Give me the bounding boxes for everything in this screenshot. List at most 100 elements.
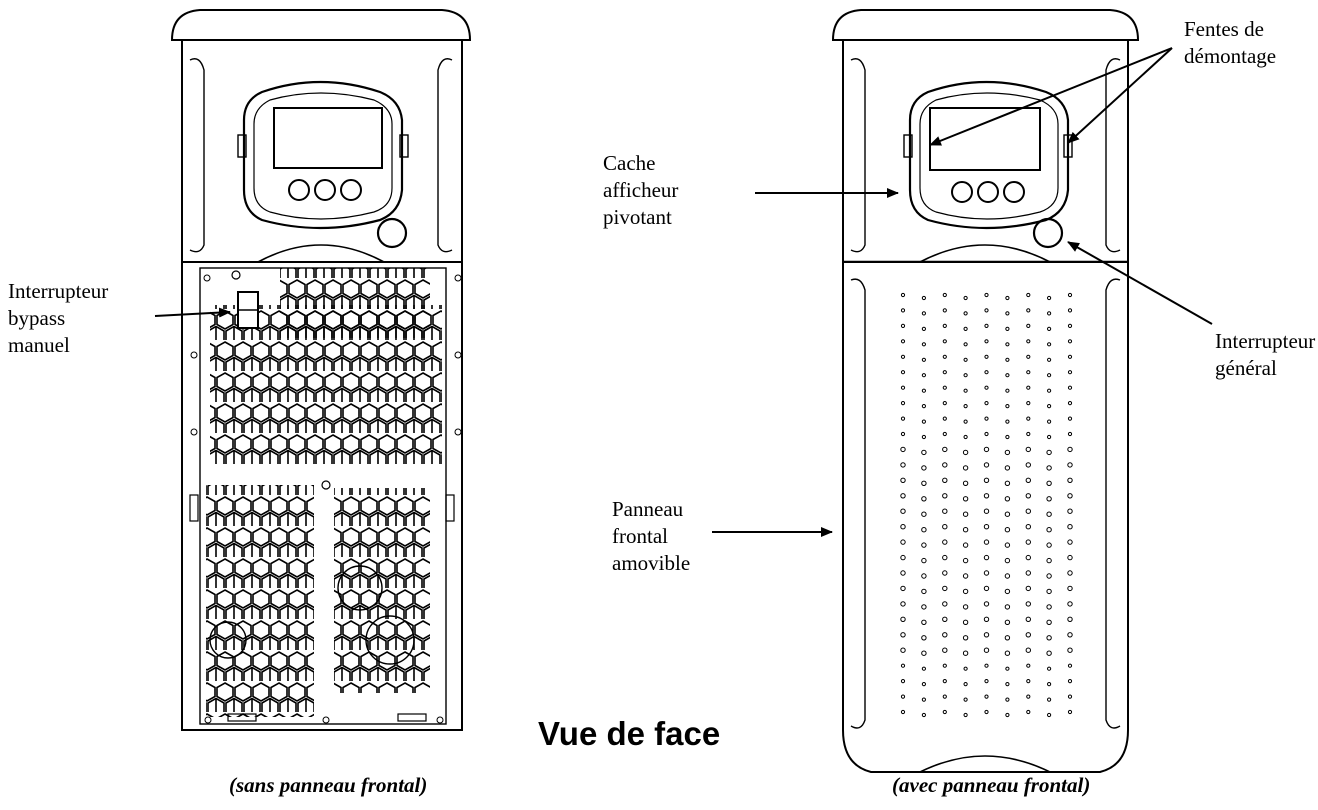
perforation-hole bbox=[1067, 694, 1073, 699]
perforation-hole bbox=[942, 585, 948, 592]
perforation-hole bbox=[1005, 404, 1010, 409]
perforation-hole bbox=[921, 480, 927, 486]
perforation-hole bbox=[984, 385, 989, 390]
perforation-hole bbox=[1025, 647, 1032, 653]
perforation-hole bbox=[1067, 446, 1073, 453]
perforation-hole bbox=[984, 416, 989, 421]
perforation-hole bbox=[942, 554, 948, 561]
perforation-hole bbox=[1067, 508, 1073, 514]
perforation-hole bbox=[983, 570, 990, 576]
perforation-hole bbox=[1067, 632, 1073, 638]
perforation-hole bbox=[942, 339, 947, 344]
perforation-hole bbox=[900, 554, 906, 561]
perforation-hole bbox=[984, 401, 989, 406]
perforation-hole bbox=[1025, 446, 1032, 453]
perforation-hole bbox=[1025, 616, 1032, 622]
perforation-hole bbox=[1004, 465, 1011, 471]
perforation-hole bbox=[984, 308, 989, 313]
perforation-hole bbox=[942, 477, 948, 483]
perforation-hole bbox=[921, 326, 927, 331]
perforation-hole bbox=[1067, 416, 1073, 421]
perforation-hole bbox=[1026, 663, 1031, 668]
lcd-screen bbox=[273, 107, 383, 169]
label-front-panel: Panneau frontal amovible bbox=[612, 497, 691, 575]
perforation-hole bbox=[1067, 663, 1073, 668]
perforation-hole bbox=[1026, 370, 1031, 375]
perforation-hole bbox=[1067, 354, 1073, 359]
perforation-hole bbox=[963, 666, 968, 671]
perforation-hole bbox=[921, 557, 927, 564]
perforation-hole bbox=[1046, 573, 1052, 579]
perforation-hole bbox=[921, 527, 927, 533]
perforation-hole bbox=[1025, 493, 1032, 499]
perforation-hole bbox=[921, 542, 927, 548]
main-power-button bbox=[1032, 217, 1064, 249]
perforation-hole bbox=[1067, 709, 1073, 715]
perforation-hole bbox=[962, 588, 969, 595]
perforation-hole bbox=[962, 619, 969, 625]
perforation-hole bbox=[1004, 650, 1011, 656]
perforation-hole bbox=[1004, 480, 1011, 486]
perforation-hole bbox=[983, 585, 990, 592]
perforation-hole bbox=[1004, 619, 1011, 625]
perforation-hole bbox=[1046, 557, 1052, 564]
hex-vent-left bbox=[206, 485, 314, 717]
perforation-hole bbox=[942, 616, 948, 622]
perforation-hole bbox=[984, 431, 989, 437]
perforation-hole bbox=[1005, 373, 1010, 378]
perforation-hole bbox=[1004, 588, 1011, 595]
arrow-removal-slot-left bbox=[929, 47, 1173, 146]
perforation-hole bbox=[900, 416, 906, 421]
perforation-hole bbox=[1046, 527, 1052, 533]
perforation-hole bbox=[942, 401, 947, 406]
perforation-hole bbox=[962, 604, 969, 610]
perforation-hole bbox=[963, 404, 968, 409]
perforation-hole bbox=[963, 434, 968, 440]
label-removal-slots: Fentes de démontage bbox=[1184, 17, 1277, 68]
perforation-hole bbox=[984, 663, 989, 668]
perforation-hole bbox=[983, 616, 990, 622]
top-cap bbox=[170, 9, 472, 41]
perforation-hole bbox=[962, 557, 969, 564]
perforation-hole bbox=[963, 295, 968, 301]
perforation-hole bbox=[963, 712, 968, 718]
button-1 bbox=[951, 181, 973, 203]
perforation-hole bbox=[1005, 326, 1010, 331]
perforation-hole bbox=[900, 647, 906, 653]
label-display-cover: Cache afficheur pivotant bbox=[603, 151, 679, 229]
perforation-hole bbox=[921, 604, 927, 610]
perforation-hole bbox=[921, 357, 927, 362]
label-bypass-switch: Interrupteur bypass manuel bbox=[8, 279, 109, 357]
perforation-hole bbox=[942, 524, 948, 530]
perforation-hole bbox=[962, 527, 969, 533]
perforation-hole bbox=[942, 431, 947, 437]
caption-with-panel: (avec panneau frontal) bbox=[892, 773, 1091, 797]
perforation-hole bbox=[1067, 370, 1073, 375]
perforation-hole bbox=[900, 292, 906, 298]
perforation-hole bbox=[1004, 604, 1011, 610]
perforation-hole bbox=[942, 416, 947, 421]
perforation-hole bbox=[1025, 632, 1032, 638]
perforation-hole bbox=[942, 679, 947, 684]
perforation-hole bbox=[1047, 666, 1052, 671]
perforation-hole bbox=[984, 292, 989, 298]
perforation-hole bbox=[1005, 666, 1010, 671]
label-main-switch: Interrupteur général bbox=[1215, 329, 1316, 380]
perforation-hole bbox=[900, 601, 906, 607]
perforation-hole bbox=[983, 632, 990, 638]
perforation-hole bbox=[984, 323, 989, 328]
perforation-hole bbox=[1005, 434, 1010, 440]
perforation-hole bbox=[1004, 635, 1011, 641]
perforation-hole bbox=[1005, 388, 1010, 393]
perforation-hole bbox=[1026, 709, 1031, 715]
perforation-hole bbox=[921, 342, 927, 347]
perforation-hole bbox=[900, 431, 906, 437]
perforation-hole bbox=[921, 712, 927, 718]
display-module bbox=[242, 80, 404, 230]
perforation-hole bbox=[921, 388, 927, 393]
perforation-hole bbox=[900, 663, 906, 668]
perforation-hole bbox=[1005, 295, 1010, 301]
perforation-hole bbox=[1046, 650, 1052, 656]
perforation-hole bbox=[1005, 311, 1010, 316]
